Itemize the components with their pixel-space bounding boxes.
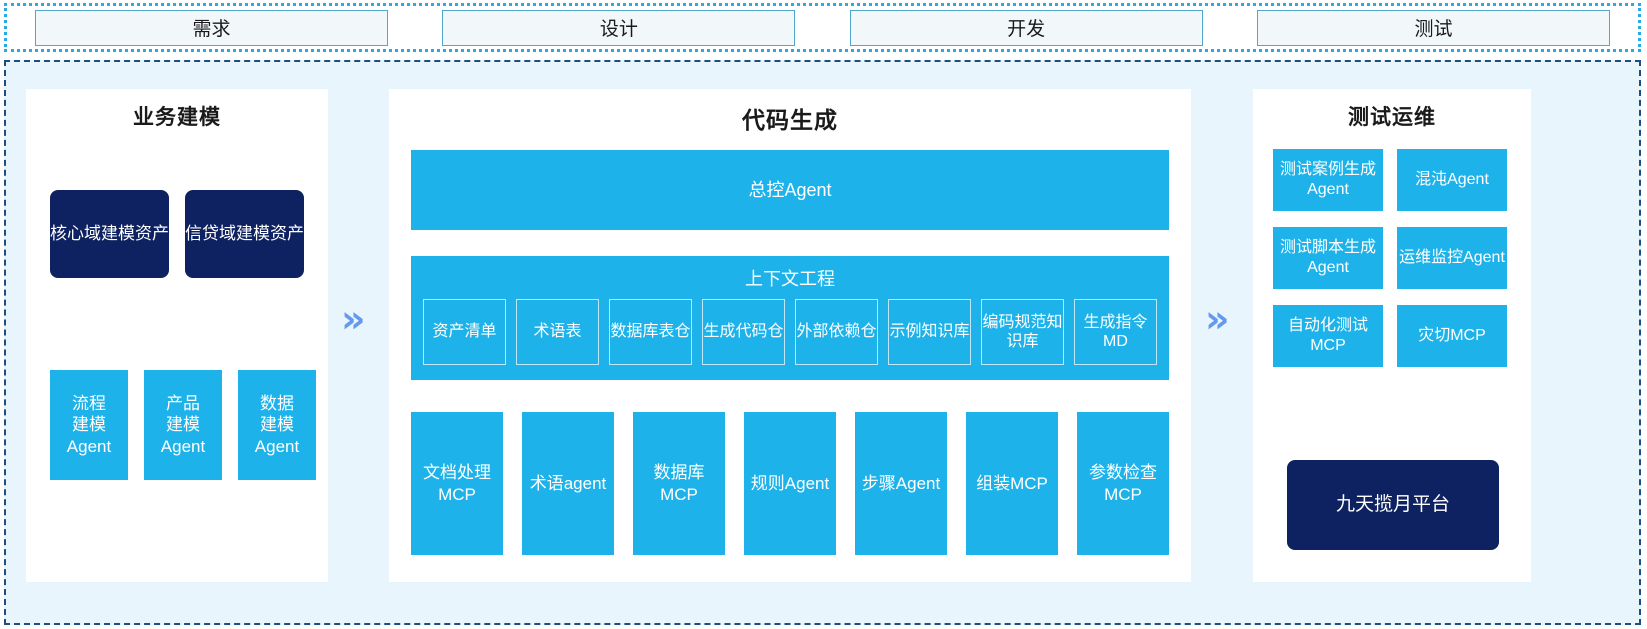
tool-row: 文档处理 MCP 术语agent 数据库 MCP 规则Agent [411,412,1173,555]
panel-title-code-generation: 代码生成 [742,107,838,133]
phase-label: 设计 [599,19,638,40]
agent-data-modeling[interactable]: 数据 建模 Agent [238,370,316,480]
phase-band: 需求 设计 开发 测试 [4,3,1641,52]
context-engineering-block: 上下文工程 资产清单 术语表 数据库表仓 生成代码仓 外部依赖仓 示 [411,256,1169,380]
tool-step-agent[interactable]: 步骤Agent [855,412,947,555]
tool-rule-agent[interactable]: 规则Agent [744,412,836,555]
platform-jiutian-lanyue[interactable]: 九天揽月平台 [1287,460,1499,550]
panel-title-business-modeling: 业务建模 [133,106,221,129]
asset-label: 核心域建模资产 [50,224,169,244]
phase-label: 开发 [1007,19,1046,40]
tool-assembly-mcp[interactable]: 组装MCP [966,412,1058,555]
context-item-label: 生成指令MD [1083,313,1148,350]
context-engineering-title: 上下文工程 [745,269,835,289]
tool-label-line1: 组装MCP [976,473,1048,493]
context-item-label: 术语表 [533,323,582,341]
context-item-label: 数据库表仓 [610,323,691,341]
phase-box-development[interactable]: 开发 [849,9,1203,46]
phase-label: 需求 [192,19,231,40]
tool-parameter-check-mcp[interactable]: 参数检查 MCP [1077,412,1169,555]
agent-process-modeling[interactable]: 流程 建模 Agent [50,370,128,480]
context-item-label: 生成代码仓 [703,323,784,341]
context-item-label: 编码规范知识库 [982,313,1063,350]
tool-label-line1: 步骤Agent [861,473,941,493]
double-chevron-right-icon-right: » [1205,297,1230,341]
asset-label: 信贷域建模资产 [185,224,304,244]
box-label: 混沌Agent [1415,171,1489,188]
context-item-db-table-repo[interactable]: 数据库表仓 [609,299,692,365]
context-item-label: 外部依赖仓 [796,323,877,341]
asset-credit-domain[interactable]: 信贷域建模资产 [185,190,304,278]
panel-test-operations: 测试运维 测试案例生成Agent 混沌Agent 测试脚本生成Agent 运维监… [1253,89,1531,582]
agent-label-line2: 建模 [260,415,294,435]
agent-chaos[interactable]: 混沌Agent [1397,149,1507,211]
context-item-label: 资产清单 [432,323,497,341]
agent-label-line3: Agent [160,436,206,456]
agent-label-line3: Agent [254,436,300,456]
context-item-generated-code-repo[interactable]: 生成代码仓 [702,299,785,365]
controller-agent-bar[interactable]: 总控Agent [411,150,1169,230]
panel-title-test-operations: 测试运维 [1348,106,1436,129]
phase-box-requirement[interactable]: 需求 [35,9,388,46]
asset-row: 核心域建模资产 信贷域建模资产 [50,190,304,278]
agent-label-line1: 产品 [166,394,200,414]
controller-agent-label: 总控Agent [748,179,832,200]
mcp-disaster-switchover[interactable]: 灾切MCP [1397,305,1507,367]
modeler-row: 流程 建模 Agent 产品 建模 Agent 数据 建模 Agent [50,370,316,480]
agent-test-case-generation[interactable]: 测试案例生成Agent [1273,149,1383,211]
panel-business-modeling: 业务建模 核心域建模资产 信贷域建模资产 流程 建模 Agent 产品 建模 [26,89,328,582]
tool-label-line1: 数据库 [653,463,705,483]
box-label: 灾切MCP [1418,327,1486,344]
agent-label-line2: 建模 [166,415,200,435]
context-item-glossary[interactable]: 术语表 [516,299,599,365]
box-label: 测试案例生成Agent [1279,161,1376,198]
agent-product-modeling[interactable]: 产品 建模 Agent [144,370,222,480]
agent-label-line1: 流程 [72,394,106,414]
context-item-asset-inventory[interactable]: 资产清单 [423,299,506,365]
panel-code-generation: 代码生成 总控Agent 上下文工程 资产清单 术语表 数据库表仓 生成代码仓 [389,89,1191,582]
platform-label: 九天揽月平台 [1335,494,1450,516]
mcp-automated-testing[interactable]: 自动化测试MCP [1273,305,1383,367]
tool-label-line1: 规则Agent [750,473,830,493]
tool-label-line2: MCP [660,484,698,504]
phase-label: 测试 [1414,19,1453,40]
tool-glossary-agent[interactable]: 术语agent [522,412,614,555]
context-item-label: 示例知识库 [889,323,970,341]
agent-label-line2: 建模 [72,415,106,435]
tool-label-line1: 参数检查 [1089,463,1157,483]
context-item-generation-instruction-md[interactable]: 生成指令MD [1074,299,1157,365]
box-label: 自动化测试MCP [1287,317,1368,354]
phase-box-design[interactable]: 设计 [442,9,796,46]
agent-label-line3: Agent [66,436,112,456]
double-chevron-right-icon-left: » [341,297,366,341]
context-item-external-dependency-repo[interactable]: 外部依赖仓 [795,299,878,365]
tool-label-line2: MCP [1104,484,1142,504]
tool-label-line1: 文档处理 [423,463,491,483]
tool-database-mcp[interactable]: 数据库 MCP [633,412,725,555]
test-ops-grid: 测试案例生成Agent 混沌Agent 测试脚本生成Agent 运维监控Agen… [1273,149,1507,367]
asset-core-domain[interactable]: 核心域建模资产 [50,190,169,278]
phase-box-testing[interactable]: 测试 [1256,9,1610,46]
agent-ops-monitoring[interactable]: 运维监控Agent [1397,227,1507,289]
box-label: 运维监控Agent [1399,249,1505,266]
tool-label-line1: 术语agent [529,473,607,493]
box-label: 测试脚本生成Agent [1279,239,1376,276]
tool-label-line2: MCP [438,484,476,504]
tool-document-processing-mcp[interactable]: 文档处理 MCP [411,412,503,555]
context-item-row: 资产清单 术语表 数据库表仓 生成代码仓 外部依赖仓 示例知识库 [423,299,1157,365]
context-item-coding-standard-knowledge-base[interactable]: 编码规范知识库 [981,299,1064,365]
context-item-example-knowledge-base[interactable]: 示例知识库 [888,299,971,365]
agent-test-script-generation[interactable]: 测试脚本生成Agent [1273,227,1383,289]
agent-label-line1: 数据 [260,394,294,414]
